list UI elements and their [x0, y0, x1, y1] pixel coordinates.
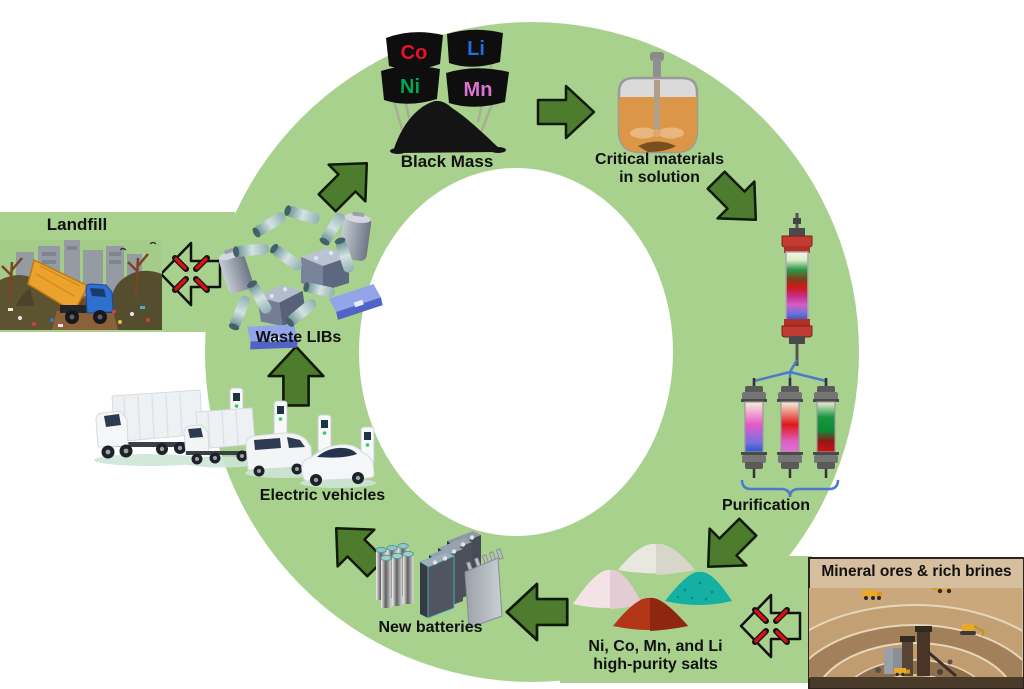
- flag-co-icon: [386, 32, 443, 70]
- waste-pouch-icon: [247, 324, 298, 350]
- black-mass-label: Black Mass: [400, 152, 494, 171]
- open-pit-mine-icon: [809, 588, 1022, 678]
- cycle-ring-inner-hole: [359, 168, 673, 536]
- landfill-illustration: [0, 240, 162, 330]
- waste-libs-label: Waste LIBs: [255, 329, 342, 346]
- flag-label-li: Li: [467, 38, 485, 60]
- arrow-purification-to-salts-icon: [706, 517, 758, 569]
- dump-truck-icon: [16, 258, 114, 324]
- salts-label-line1: Ni, Co, Mn, and Li: [588, 638, 723, 655]
- pouch-cell-icon: [464, 548, 504, 629]
- new-batteries-icon: [375, 531, 504, 629]
- purification-columns-icon: [740, 359, 840, 498]
- dead-tree-icon: [127, 253, 149, 301]
- waste-canister-icon: [218, 248, 253, 294]
- black-mass-illustration: Co Li Ni Mn: [381, 29, 509, 154]
- arrow-ev-to-waste-icon: [267, 345, 325, 407]
- landfill-label: Landfill: [46, 215, 108, 234]
- new-batteries-label: New batteries: [378, 619, 483, 636]
- birds-icon: [119, 241, 157, 251]
- car-icon: [301, 444, 375, 486]
- arrow-solution-to-purification-icon: [706, 170, 758, 222]
- no-landfill-arrow-icon: [159, 241, 222, 307]
- salt-piles-icon: [573, 543, 732, 631]
- electric-vehicles-icon: [94, 387, 376, 488]
- dead-tree-icon: [1, 257, 23, 301]
- waste-pouch-icon: [328, 283, 383, 320]
- arrow-salts-to-batteries-icon: [505, 582, 569, 642]
- electric-vehicles-label: Electric vehicles: [259, 487, 386, 504]
- mine-truck-icon: [894, 668, 910, 676]
- flag-mn-icon: [446, 68, 509, 107]
- mineral-ores-illustration: [808, 557, 1024, 689]
- black-mass-pile-icon: [393, 100, 502, 153]
- salts-label-line2: high-purity salts: [593, 655, 718, 673]
- semi-truck-icon: [95, 389, 204, 459]
- cylindrical-cells-icon: [375, 542, 414, 608]
- mine-truck-icon: [862, 590, 882, 600]
- salts-label: Ni, Co, Mn, and Li high-purity salts: [558, 638, 753, 674]
- critical-materials-label-line1: Critical materials: [595, 151, 724, 168]
- purification-brace-icon: [740, 479, 840, 498]
- trash-mound-icon: [111, 270, 162, 330]
- waste-libs-icon: [218, 205, 383, 350]
- flag-li-icon: [447, 29, 503, 67]
- mine-excavator-icon: [960, 624, 986, 637]
- mineral-ores-label: Mineral ores & rich brines: [821, 563, 1012, 580]
- no-mining-arrow-icon: [739, 593, 802, 659]
- purification-column-3: [813, 378, 839, 478]
- critical-materials-label-line2: in solution: [619, 168, 700, 186]
- flag-ni-icon: [381, 65, 440, 104]
- mine-truck-icon: [932, 588, 953, 594]
- reactor-icon: [617, 52, 699, 154]
- flag-label-mn: Mn: [464, 79, 493, 101]
- flag-label-ni: Ni: [400, 76, 420, 98]
- arrow-waste-to-blackmass-icon: [317, 161, 369, 213]
- box-truck-icon: [183, 407, 256, 465]
- van-icon: [245, 432, 313, 477]
- flag-label-co: Co: [401, 42, 428, 64]
- mine-plant-icon: [875, 626, 957, 678]
- purification-column-2: [777, 378, 803, 478]
- purification-label: Purification: [721, 497, 810, 514]
- mine-foreground-soil: [810, 677, 1023, 688]
- scattered-trash-icon: [8, 306, 150, 327]
- arrow-blackmass-to-solution-icon: [536, 84, 596, 140]
- waste-cylinder-cells-icon: [228, 205, 355, 331]
- critical-materials-label: Critical materials in solution: [572, 151, 747, 187]
- purification-column-1: [741, 378, 767, 478]
